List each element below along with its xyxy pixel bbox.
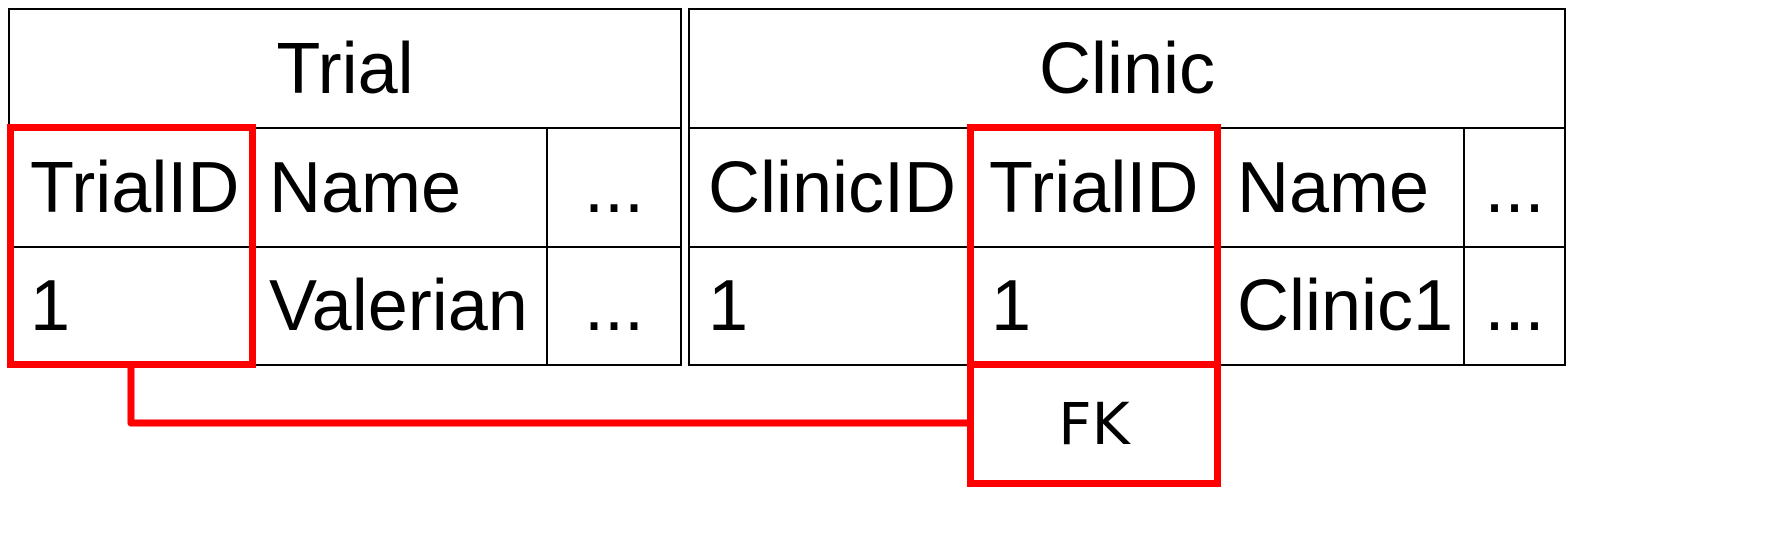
trial-cell-more: ... xyxy=(546,246,682,366)
trial-table-title: Trial xyxy=(8,8,682,129)
trial-cell-name: Valerian xyxy=(249,246,548,366)
trial-cell-trialid: 1 xyxy=(8,246,251,366)
clinic-cell-name: Clinic1 xyxy=(1217,246,1465,366)
clinic-header-more: ... xyxy=(1463,127,1566,248)
trial-header-more: ... xyxy=(546,127,682,248)
foreign-key-label: FK xyxy=(967,361,1221,487)
clinic-header-clinicid: ClinicID xyxy=(688,127,971,248)
clinic-table-title: Clinic xyxy=(688,8,1566,129)
connector-line xyxy=(127,368,970,427)
trial-trialid-highlight xyxy=(7,124,256,368)
clinic-cell-clinicid: 1 xyxy=(688,246,971,366)
trial-header-name: Name xyxy=(249,127,548,248)
clinic-cell-more: ... xyxy=(1463,246,1566,366)
clinic-cell-trialid: 1 xyxy=(969,246,1219,366)
